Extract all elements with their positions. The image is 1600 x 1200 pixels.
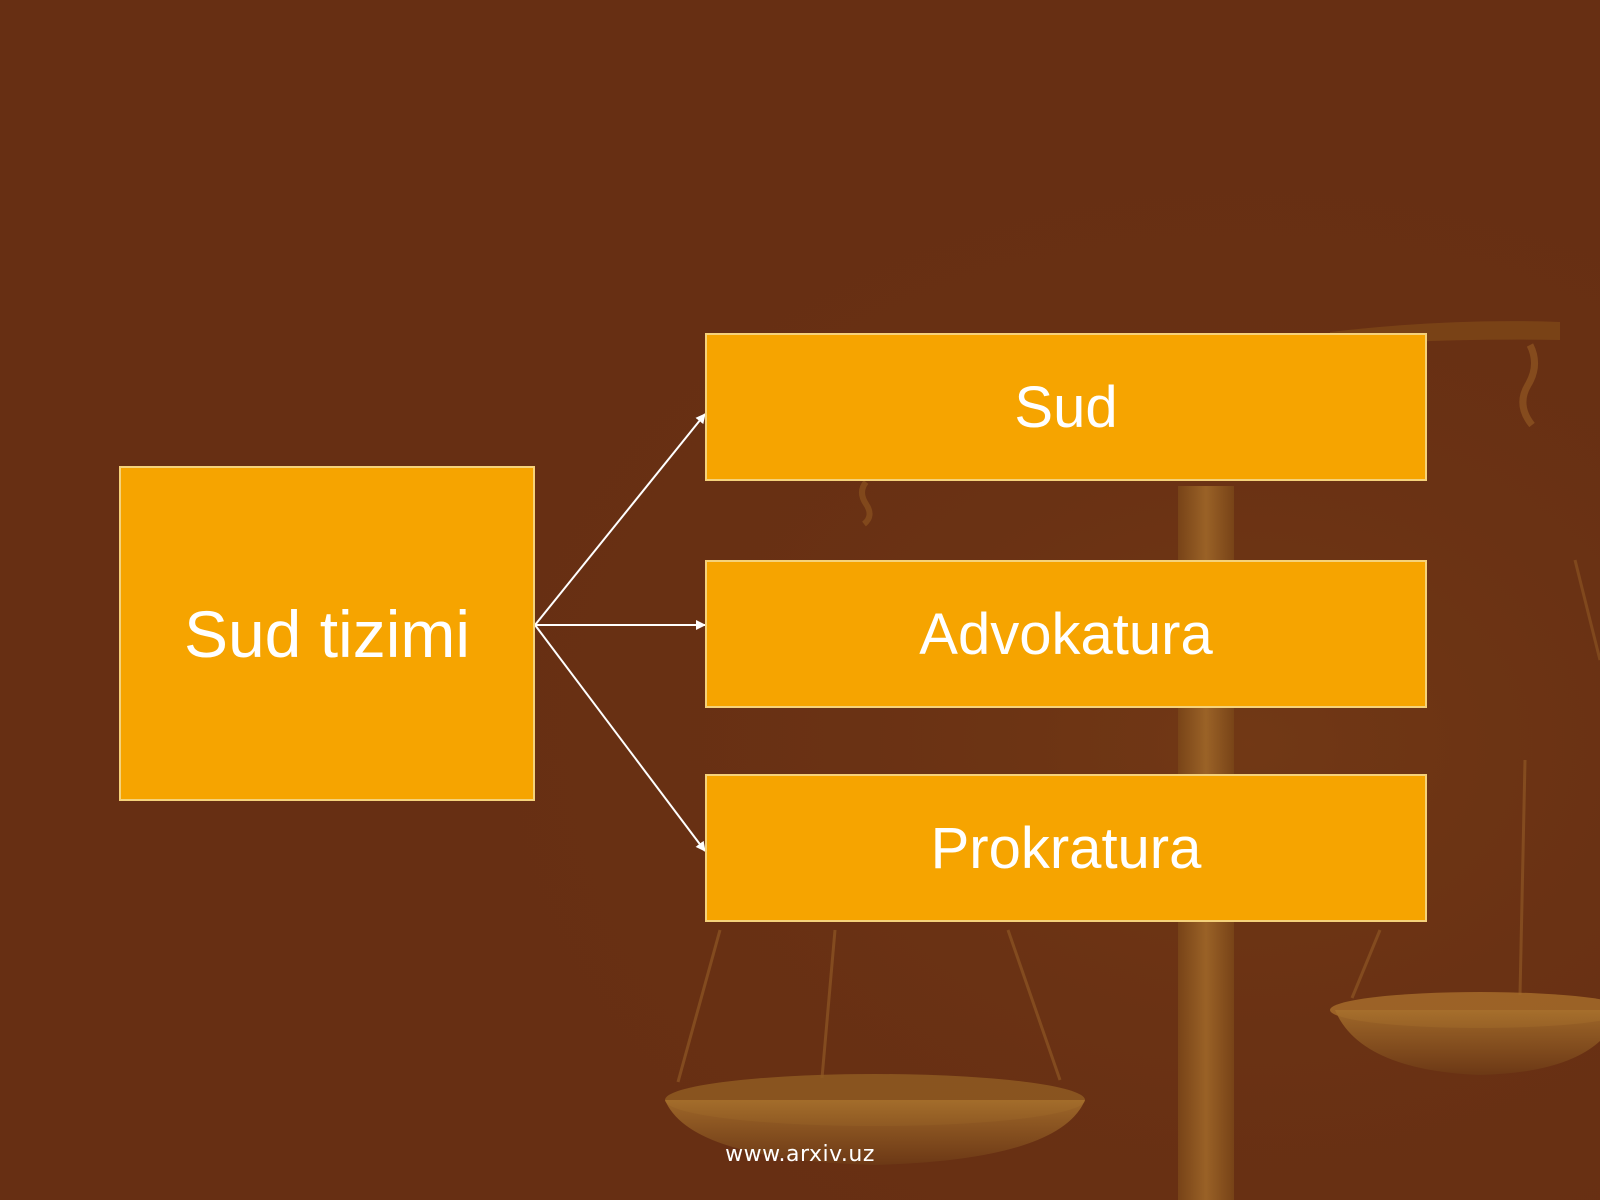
arrow-to-prokratura	[534, 624, 706, 852]
footer-link[interactable]: www.arxiv.uz	[725, 1142, 875, 1167]
root-node-label: Sud tizimi	[183, 596, 471, 671]
child-node-advokatura: Advokatura	[705, 560, 1427, 708]
child-node-label: Sud	[1014, 374, 1118, 440]
child-node-label: Advokatura	[919, 601, 1213, 667]
child-node-label: Prokratura	[930, 815, 1202, 881]
child-node-prokratura: Prokratura	[705, 774, 1427, 922]
child-node-sud: Sud	[705, 333, 1427, 481]
arrow-to-sud	[534, 413, 706, 626]
root-node-box: Sud tizimi	[119, 466, 535, 801]
